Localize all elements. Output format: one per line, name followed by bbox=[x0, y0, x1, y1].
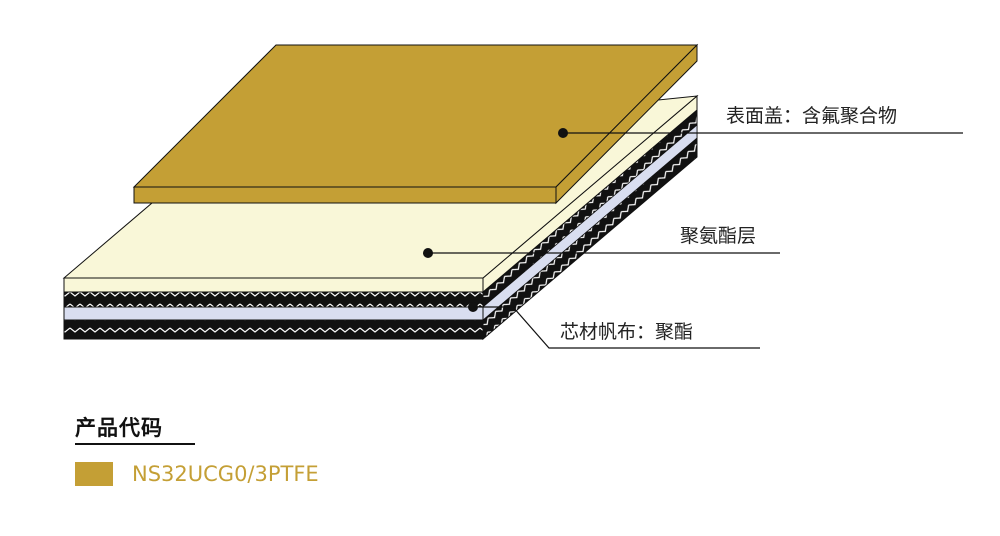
callout-middle: 聚氨酯层 bbox=[423, 225, 780, 258]
callout-top: 表面盖：含氟聚合物 bbox=[558, 105, 963, 138]
product-code-value: NS32UCG0/3PTFE bbox=[132, 462, 319, 486]
carcass-layer bbox=[63, 108, 698, 341]
callout-label-carcass: 芯材帆布：聚酯 bbox=[560, 321, 693, 343]
product-code-underline bbox=[75, 443, 195, 445]
carcass-front-middle bbox=[63, 306, 484, 321]
callout-label-top: 表面盖：含氟聚合物 bbox=[726, 105, 897, 127]
callout-line-carcass bbox=[473, 306, 760, 349]
product-color-swatch bbox=[75, 462, 113, 486]
product-code-heading: 产品代码 bbox=[75, 416, 163, 440]
callout-carcass: 芯材帆布：聚酯 bbox=[468, 302, 760, 349]
carcass-front-upper bbox=[63, 291, 484, 308]
carcass-front-lower bbox=[63, 319, 484, 340]
callout-label-middle: 聚氨酯层 bbox=[680, 225, 756, 247]
top-front bbox=[133, 186, 557, 204]
middle-front bbox=[63, 277, 484, 293]
top-layer bbox=[132, 43, 699, 205]
